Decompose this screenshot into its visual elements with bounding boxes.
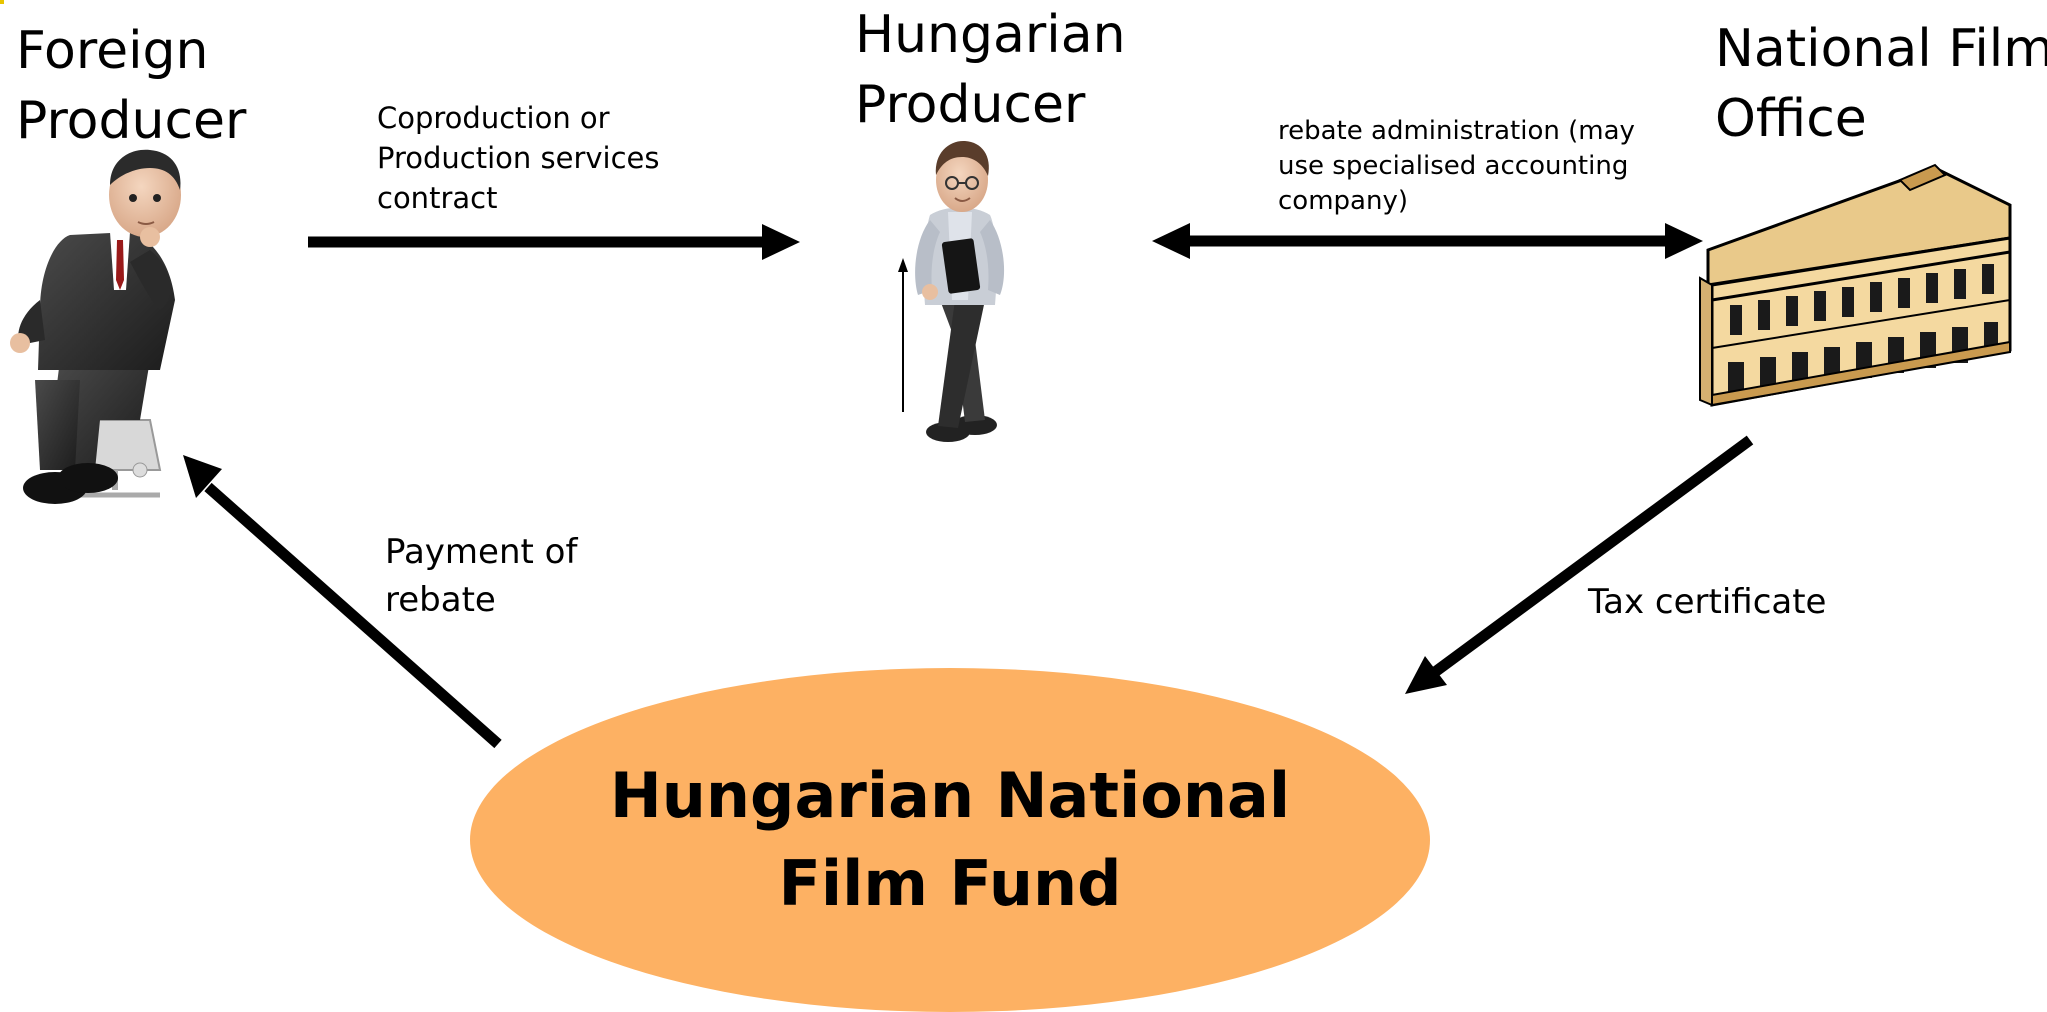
- contract-label-line3: contract: [377, 181, 498, 215]
- payment-label-line1: Payment of: [385, 532, 578, 572]
- film-fund-label-line1: Hungarian National: [609, 759, 1291, 832]
- hungarian-producer-figure-icon: [915, 140, 1005, 442]
- contract-label-line2: Production services: [377, 141, 660, 175]
- rebate-admin-label-line1: rebate administration (may: [1278, 116, 1635, 146]
- payment-label-line2: rebate: [385, 580, 496, 620]
- rebate-admin-label-line3: company): [1278, 186, 1408, 216]
- tax-label: Tax certificate: [1588, 578, 1826, 626]
- national-film-office-building-icon: [1699, 163, 2012, 407]
- payment-label: Payment of rebate: [385, 528, 577, 624]
- thin-up-arrow: [898, 258, 908, 412]
- contract-label: Coproduction or Production services cont…: [377, 98, 660, 218]
- rebate-admin-label-line2: use specialised accounting: [1278, 151, 1629, 181]
- rebate-admin-arrow: [1152, 223, 1703, 259]
- tax-certificate-arrow: [1405, 435, 1754, 694]
- contract-arrow: [308, 224, 800, 260]
- payment-arrow: [183, 455, 502, 749]
- foreign-producer-figure-icon: [10, 149, 181, 504]
- film-fund-label: Hungarian National Film Fund: [470, 752, 1430, 928]
- foreign-producer-title: Foreign Producer: [16, 16, 246, 156]
- rebate-admin-label: rebate administration (may use specialis…: [1278, 114, 1635, 219]
- hungarian-producer-line1: Hungarian: [855, 5, 1126, 65]
- national-film-office-line2: Office: [1715, 89, 1867, 149]
- foreign-producer-line2: Producer: [16, 91, 247, 151]
- hungarian-producer-title: Hungarian Producer: [855, 0, 1126, 140]
- tax-label-line1: Tax certificate: [1588, 582, 1827, 622]
- film-fund-label-line2: Film Fund: [778, 847, 1122, 920]
- hungarian-producer-line2: Producer: [855, 75, 1086, 135]
- contract-label-line1: Coproduction or: [377, 101, 610, 135]
- national-film-office-line1: National Film: [1715, 19, 2047, 79]
- national-film-office-title: National Film Office: [1715, 14, 2047, 154]
- film-fund-ellipse: [470, 668, 1430, 1012]
- corner-mark: [0, 0, 4, 4]
- foreign-producer-line1: Foreign: [16, 21, 209, 81]
